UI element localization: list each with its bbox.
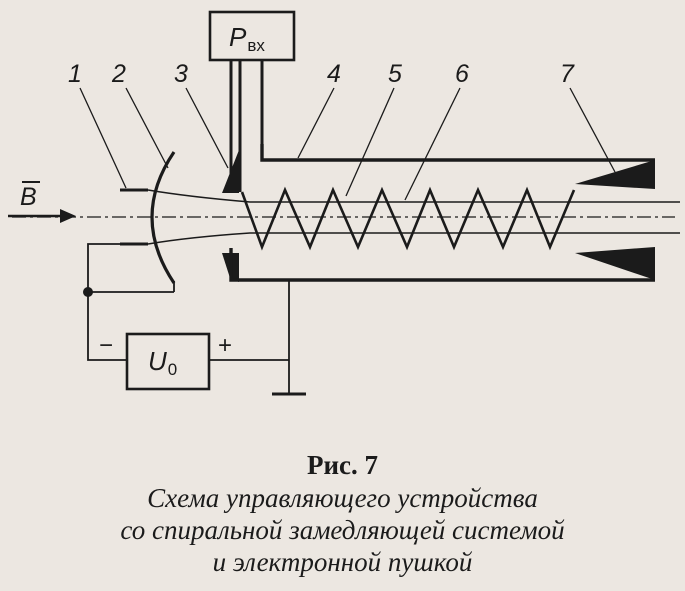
label-part-3: 3	[174, 60, 188, 88]
input-power-label: Pвх	[229, 22, 265, 55]
label-field-b: B	[20, 183, 37, 211]
wire-cathode-down	[87, 243, 120, 292]
label-part-1: 1	[68, 60, 82, 88]
label-part-5: 5	[388, 60, 402, 88]
caption-line-1: Схема управляющего устройства	[147, 483, 538, 513]
figure-caption: Рис. 7 Схема управляющего устройства со …	[0, 448, 685, 578]
collector-upper	[575, 160, 655, 189]
leader-1	[79, 87, 127, 189]
collector-lower	[575, 247, 655, 280]
control-device-diagram: B Pвх 1 2 3 4 5 6 7 U0 − +	[8, 10, 680, 396]
leader-4	[297, 87, 335, 159]
figure-number: Рис. 7	[306, 450, 379, 480]
field-arrow-head	[60, 209, 76, 223]
leader-3	[185, 87, 229, 169]
supply-plus-sign: +	[218, 332, 232, 359]
housing-top	[260, 144, 655, 162]
leader-5	[345, 87, 395, 197]
voltage-supply-box	[125, 332, 211, 391]
label-part-2: 2	[111, 60, 126, 88]
supply-minus-sign: −	[99, 332, 113, 359]
label-part-7: 7	[560, 60, 575, 88]
helix	[240, 186, 576, 251]
leader-7	[569, 87, 616, 173]
focusing-electrode	[150, 151, 176, 284]
leader-6	[404, 87, 461, 201]
input-power-box	[208, 10, 296, 62]
voltage-supply-label: U0	[148, 346, 177, 379]
caption-line-3: и электронной пушкой	[212, 547, 473, 577]
beam-bottom	[147, 232, 680, 245]
housing-bottom	[229, 248, 655, 282]
caption-line-2: со спиральной замедляющей системой	[120, 515, 565, 545]
label-part-6: 6	[455, 60, 469, 88]
label-part-4: 4	[327, 60, 341, 88]
leader-2	[125, 87, 169, 169]
wire-to-supply-minus	[87, 292, 127, 361]
